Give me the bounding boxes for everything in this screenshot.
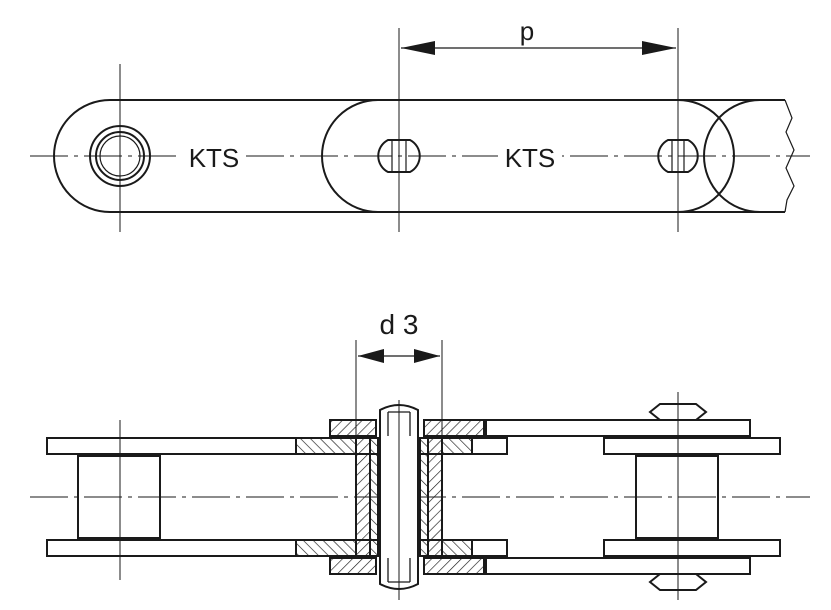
plate-label-2: KTS: [498, 142, 562, 173]
pin-hole-1: [377, 139, 421, 173]
inner-plate-top-right: [485, 419, 751, 437]
top-view: [30, 28, 810, 232]
d3-arrow-right: [414, 349, 440, 363]
pin-section: [295, 400, 485, 600]
pin-hole-2: [657, 139, 699, 173]
inner-plate-right-arc: [677, 99, 735, 213]
bottom-view: [30, 340, 810, 600]
plate-text-2: KTS: [505, 143, 556, 173]
inner-plate-left-arc: [321, 99, 379, 213]
pitch-arrow-left: [401, 41, 435, 55]
pitch-arrow-right: [642, 41, 676, 55]
outer-plate-top-right: [603, 437, 781, 455]
next-plate-arc: [703, 99, 761, 213]
plate-text-1: KTS: [189, 143, 240, 173]
outer-plate-bottom-left: [46, 539, 508, 557]
d3-arrow-left: [358, 349, 384, 363]
roller-left: [77, 455, 161, 539]
break-line: [784, 99, 795, 213]
outer-plate-bottom-right: [603, 539, 781, 557]
plate-label-1: KTS: [182, 142, 246, 173]
pitch-label: p: [520, 16, 534, 46]
roller-right: [635, 455, 719, 539]
outer-plate-left-end: [53, 99, 111, 213]
diameter-label: d 3: [380, 309, 419, 340]
rivet-head-top: [648, 403, 708, 421]
inner-plate-bottom-right: [485, 557, 751, 575]
rivet-head-bottom: [648, 573, 708, 591]
outer-plate-top-left: [46, 437, 508, 455]
